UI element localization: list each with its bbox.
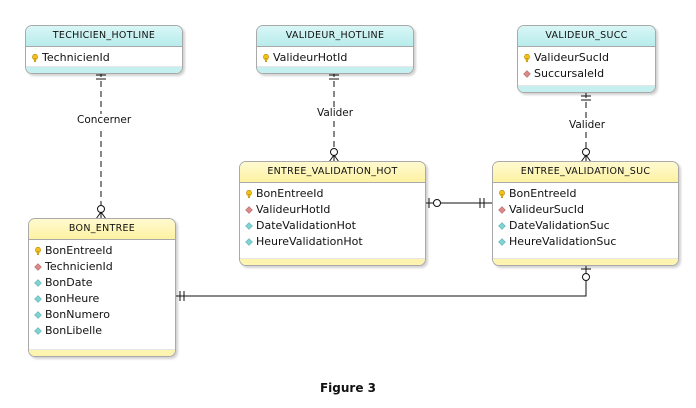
attribute-name: ValideurHotId	[273, 51, 348, 64]
attribute-row[interactable]: DateValidationSuc	[493, 218, 678, 234]
attribute-name: BonNumero	[45, 308, 110, 321]
primary-key-icon	[35, 247, 41, 255]
attribute-name: ValideurHotId	[256, 203, 331, 216]
attribute-icon	[498, 238, 506, 246]
attribute-icon	[34, 279, 42, 287]
entity-entree-validation-suc[interactable]: ENTREE_VALIDATION_SUC BonEntreeId Valide…	[492, 161, 679, 266]
bon-suc-mark-zero	[582, 273, 590, 281]
entity-bon-entree[interactable]: BON_ENTREE BonEntreeId TechnicienId BonD…	[28, 218, 176, 357]
attribute-row[interactable]: BonHeure	[29, 291, 175, 307]
valider-suc-mark-zero	[582, 148, 590, 156]
primary-key-icon	[246, 190, 252, 198]
concerner-crow-right	[100, 211, 107, 220]
entity-title: VALIDEUR_HOTLINE	[257, 26, 413, 47]
attribute-name: BonDate	[45, 276, 93, 289]
attribute-name: BonLibelle	[45, 324, 103, 337]
entity-footer	[518, 85, 655, 92]
attribute-name: TechnicienId	[42, 51, 110, 64]
entity-title: ENTREE_VALIDATION_SUC	[493, 162, 678, 183]
attribute-row[interactable]: BonEntreeId	[240, 186, 425, 202]
entity-techicien-hotline[interactable]: TECHICIEN_HOTLINE TechnicienId	[25, 25, 183, 74]
entity-footer	[257, 66, 413, 73]
attribute-icon	[34, 327, 42, 335]
attribute-name: DateValidationSuc	[509, 219, 610, 232]
entity-footer	[26, 66, 182, 73]
attribute-row[interactable]: TechnicienId	[29, 259, 175, 275]
relationship-label-concerner: Concerner	[75, 114, 134, 127]
foreign-key-icon	[245, 206, 253, 214]
concerner-crow-left	[95, 211, 102, 220]
figure-caption: Figure 3	[319, 381, 377, 395]
entity-valideur-succ[interactable]: VALIDEUR_SUCC ValideurSucId SuccursaleId	[517, 25, 656, 93]
primary-key-icon	[263, 54, 269, 62]
attribute-row[interactable]: DateValidationHot	[240, 218, 425, 234]
attribute-row[interactable]: BonDate	[29, 275, 175, 291]
attribute-row[interactable]: HeureValidationSuc	[493, 234, 678, 250]
attribute-icon	[498, 222, 506, 230]
attribute-row[interactable]: BonEntreeId	[493, 186, 678, 202]
entity-entree-validation-hot[interactable]: ENTREE_VALIDATION_HOT BonEntreeId Valide…	[239, 161, 426, 266]
attribute-icon	[34, 295, 42, 303]
attribute-name: BonEntreeId	[45, 244, 113, 257]
attribute-name: BonEntreeId	[509, 187, 577, 200]
entity-title: ENTREE_VALIDATION_HOT	[240, 162, 425, 183]
attribute-row[interactable]: BonEntreeId	[29, 243, 175, 259]
foreign-key-icon	[523, 70, 531, 78]
relationship-label-valider-hot: Valider	[315, 107, 356, 120]
attribute-name: HeureValidationSuc	[509, 235, 617, 248]
attribute-name: HeureValidationHot	[256, 235, 363, 248]
attribute-row[interactable]: TechnicienId	[26, 50, 182, 66]
attribute-row[interactable]: SuccursaleId	[518, 66, 655, 82]
attribute-icon	[245, 222, 253, 230]
attribute-name: TechnicienId	[45, 260, 113, 273]
attribute-row[interactable]: HeureValidationHot	[240, 234, 425, 250]
attribute-row[interactable]: BonNumero	[29, 307, 175, 323]
attribute-name: ValideurSucId	[534, 51, 609, 64]
attribute-name: BonEntreeId	[256, 187, 324, 200]
primary-key-icon	[524, 54, 530, 62]
entity-title: TECHICIEN_HOTLINE	[26, 26, 182, 47]
attribute-name: BonHeure	[45, 292, 100, 305]
valider-hot-mark-zero	[330, 148, 338, 156]
attribute-row[interactable]: BonLibelle	[29, 323, 175, 339]
valider-hot-crow-left	[328, 154, 335, 163]
valider-suc-crow-right	[585, 154, 592, 163]
entity-footer	[29, 349, 175, 356]
foreign-key-icon	[498, 206, 506, 214]
attribute-name: DateValidationHot	[256, 219, 356, 232]
primary-key-icon	[32, 54, 38, 62]
valider-hot-crow-right	[333, 154, 340, 163]
primary-key-icon	[499, 190, 505, 198]
valider-suc-crow-left	[580, 154, 587, 163]
entity-valideur-hotline[interactable]: VALIDEUR_HOTLINE ValideurHotId	[256, 25, 414, 74]
concerner-mark-zero	[97, 205, 105, 213]
attribute-name: SuccursaleId	[534, 67, 605, 80]
entity-footer	[240, 258, 425, 265]
attribute-icon	[34, 311, 42, 319]
foreign-key-icon	[34, 263, 42, 271]
hot-suc-mark-zero	[433, 199, 441, 207]
attribute-row[interactable]: ValideurHotId	[240, 202, 425, 218]
attribute-row[interactable]: ValideurSucId	[493, 202, 678, 218]
relationship-label-valider-suc: Valider	[567, 119, 608, 132]
entity-title: VALIDEUR_SUCC	[518, 26, 655, 47]
entity-footer	[493, 258, 678, 265]
entity-title: BON_ENTREE	[29, 219, 175, 240]
attribute-row[interactable]: ValideurHotId	[257, 50, 413, 66]
bon-suc-line	[175, 264, 587, 297]
attribute-icon	[245, 238, 253, 246]
attribute-name: ValideurSucId	[509, 203, 584, 216]
attribute-row[interactable]: ValideurSucId	[518, 50, 655, 66]
